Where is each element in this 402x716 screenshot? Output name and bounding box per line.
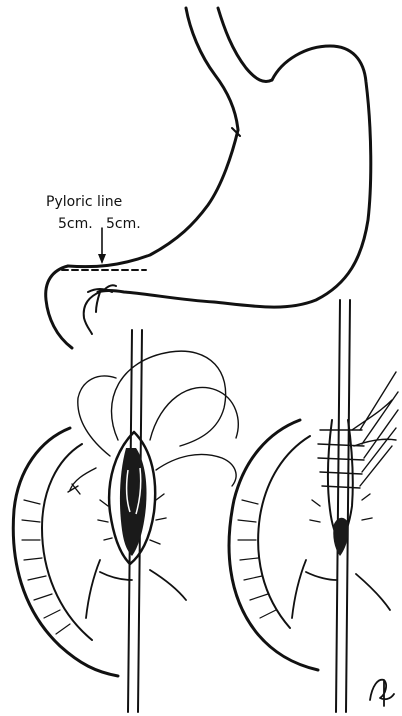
left-suture-loop-1: [111, 351, 225, 446]
stomach-diagram: Pyloric line 5cm. 5cm.: [46, 8, 371, 348]
left-suture-loop-2: [150, 387, 238, 440]
signature-mark: [370, 680, 394, 706]
greater-curvature: [98, 46, 371, 307]
left-vessel: [86, 560, 186, 618]
esophagus-right-wall: [218, 8, 272, 82]
right-stomach-outer: [229, 420, 318, 670]
left-suture-loop-5: [68, 468, 96, 494]
right-sutures: [318, 430, 364, 488]
artist-signature: [370, 680, 394, 706]
right-hatching: [238, 500, 276, 618]
incision-panel-right: [229, 300, 398, 712]
measure-left-label: 5cm.: [58, 216, 93, 232]
right-tube-b: [346, 300, 350, 712]
left-stomach-outer: [13, 428, 118, 676]
right-suture-tails: [352, 372, 398, 486]
right-residual-mucosa: [333, 518, 348, 556]
right-tube-a: [336, 300, 340, 712]
right-stomach-inner: [258, 436, 310, 628]
pyloric-line-label: Pyloric line: [46, 194, 122, 210]
left-suture-loop-3: [78, 376, 116, 456]
esophagus-left-wall: [186, 8, 238, 130]
pyloric-arrow-head: [98, 254, 106, 264]
duodenum-outline: [46, 266, 72, 348]
left-stomach-inner: [42, 444, 92, 640]
left-mucosa: [120, 448, 147, 556]
left-suture-loop-4: [156, 454, 236, 486]
incision-panel-left: [13, 330, 238, 712]
right-vessel: [292, 560, 390, 618]
measure-right-label: 5cm.: [106, 216, 141, 232]
